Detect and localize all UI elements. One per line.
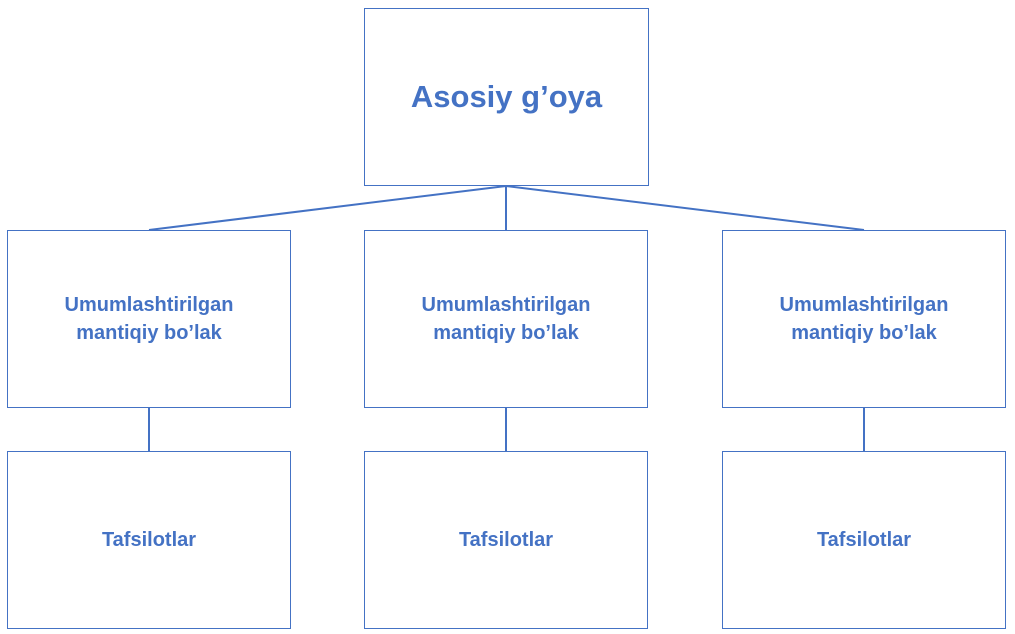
detail-node-1-label: Tafsilotlar [101, 528, 197, 551]
branch-node-3: Umumlashtirilgan mantiqiy bo’lak [722, 230, 1006, 408]
detail-node-2-label: Tafsilotlar [458, 528, 554, 551]
detail-node-3-label: Tafsilotlar [816, 528, 912, 551]
branch-node-2-label: Umumlashtirilgan mantiqiy bo’lak [421, 294, 591, 344]
detail-node-1: Tafsilotlar [7, 451, 291, 629]
branch-node-2: Umumlashtirilgan mantiqiy bo’lak [364, 230, 648, 408]
root-node: Asosiy g’oya [364, 8, 649, 186]
branch-node-1-label: Umumlashtirilgan mantiqiy bo’lak [64, 294, 234, 344]
connector-root-to-branch-3 [505, 185, 865, 231]
branch-node-1: Umumlashtirilgan mantiqiy bo’lak [7, 230, 291, 408]
root-node-label: Asosiy g’oya [410, 79, 603, 114]
branch-node-3-label: Umumlashtirilgan mantiqiy bo’lak [779, 294, 949, 344]
detail-node-2: Tafsilotlar [364, 451, 648, 629]
connector-root-to-branch-1 [148, 185, 507, 231]
detail-node-3: Tafsilotlar [722, 451, 1006, 629]
